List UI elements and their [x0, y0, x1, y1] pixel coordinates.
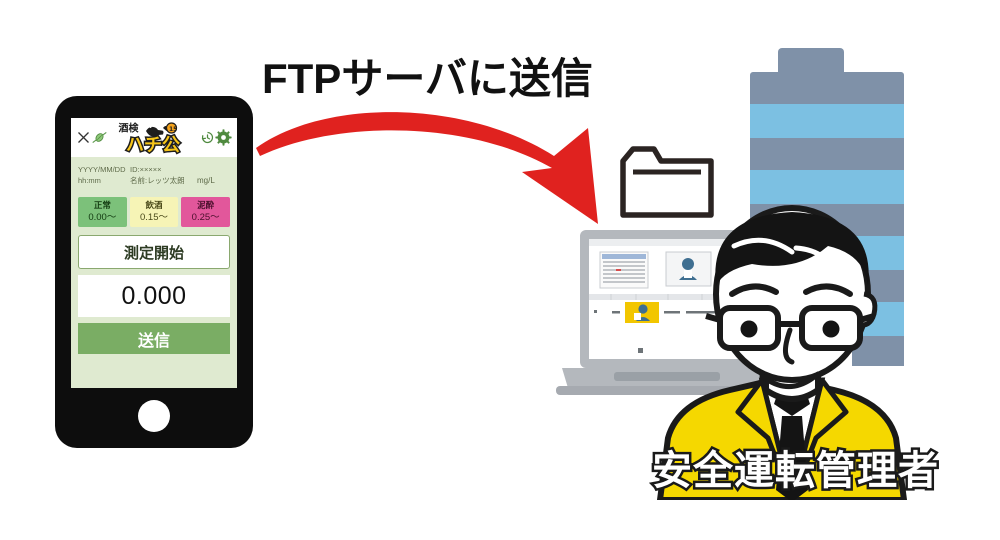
app-logo: 酒検 15 ハチ公 — [108, 121, 200, 155]
level-label-drinking: 飲酒 — [145, 200, 163, 210]
user-block: ID:××××× 名前:レッツ太朗 — [130, 164, 185, 186]
send-button[interactable]: 送信 — [78, 323, 230, 354]
unit-text: mg/L — [197, 176, 215, 185]
level-label-normal: 正常 — [93, 200, 111, 210]
row-avatar — [634, 304, 650, 321]
history-icon[interactable] — [200, 130, 215, 145]
smartphone-device: 酒検 15 ハチ公 — [55, 96, 253, 448]
measurement-info: YYYY/MM/DD hh:mm ID:××××× 名前:レッツ太朗 mg/L — [71, 157, 237, 197]
svg-text:酒検: 酒検 — [119, 121, 140, 134]
svg-text:15: 15 — [169, 126, 177, 133]
level-value-drunk: 0.25～ — [191, 211, 220, 223]
caption-text: 安全運転管理者 — [650, 447, 941, 496]
app-top-bar: 酒検 15 ハチ公 — [71, 118, 237, 157]
hachiko-logo-icon: 酒検 15 ハチ公 — [119, 121, 182, 155]
reading-value: 0.000 — [78, 275, 230, 317]
level-value-drinking: 0.15～ — [140, 211, 168, 223]
svg-text:ハチ公: ハチ公 — [126, 135, 180, 155]
time-text: hh:mm — [78, 176, 101, 185]
mouthpiece-icon[interactable] — [91, 130, 108, 145]
date-text: YYYY/MM/DD — [78, 165, 126, 174]
level-value-normal: 0.00～ — [88, 211, 117, 223]
datetime-block: YYYY/MM/DD hh:mm — [78, 164, 126, 186]
phone-screen: 酒検 15 ハチ公 — [71, 118, 237, 388]
start-measurement-button[interactable]: 測定開始 — [78, 235, 230, 269]
home-button[interactable] — [138, 400, 170, 432]
gear-icon[interactable] — [215, 129, 232, 146]
safe-driving-manager — [657, 205, 907, 500]
level-badge-drunk: 泥酔 0.25～ — [181, 197, 231, 227]
user-id-text: ID:××××× — [130, 165, 162, 174]
close-icon[interactable] — [76, 130, 91, 145]
user-name-text: 名前:レッツ太朗 — [130, 176, 185, 185]
send-arrow — [256, 112, 598, 224]
level-legend: 正常 0.00～ 飲酒 0.15～ 泥酔 0.25～ — [71, 197, 237, 227]
level-badge-drinking: 飲酒 0.15～ — [129, 197, 179, 227]
headline-text: FTPサーバに送信 — [262, 55, 593, 102]
level-badge-normal: 正常 0.00～ — [78, 197, 127, 227]
preview-avatar — [679, 258, 697, 280]
level-label-drunk: 泥酔 — [197, 200, 215, 210]
folder-icon — [620, 146, 714, 218]
